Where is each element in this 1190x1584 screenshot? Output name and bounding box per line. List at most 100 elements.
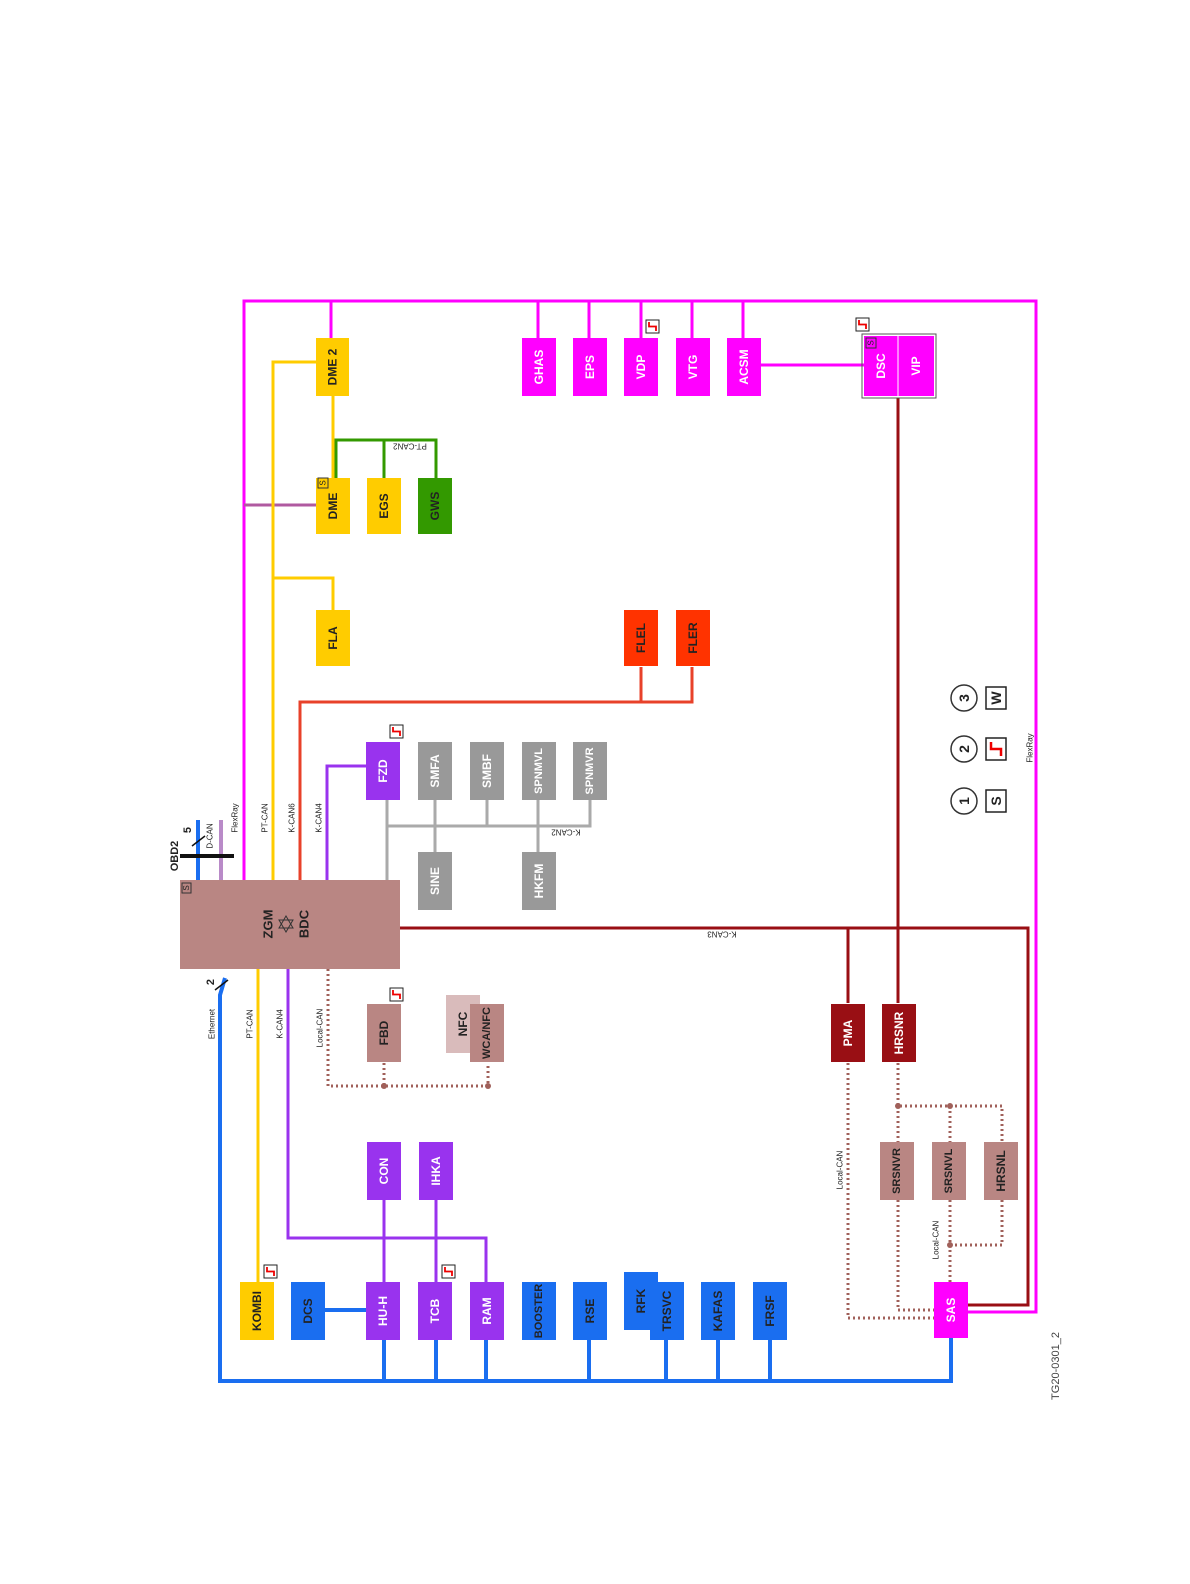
wake-up-pulse-icon-dsc xyxy=(855,317,870,332)
ecu-flel[interactable]: FLEL xyxy=(624,610,658,666)
ecu-vip[interactable]: VIP xyxy=(898,336,934,396)
ecu-box-trsvc xyxy=(650,1282,684,1340)
ecu-box-pma xyxy=(831,1004,865,1062)
ecu-rse[interactable]: RSE xyxy=(573,1282,607,1340)
kcan4-bottom-label: K-CAN4 xyxy=(276,1009,285,1039)
kcan2-label: K-CAN2 xyxy=(551,828,581,837)
ecu-huh[interactable]: HU-H xyxy=(366,1282,400,1340)
ecu-label-con: CON xyxy=(377,1158,391,1185)
dme-s-mark xyxy=(317,477,329,489)
ecu-label-fla: FLA xyxy=(326,626,340,650)
ecu-fla[interactable]: FLA xyxy=(316,610,350,666)
ecu-label-dcs: DCS xyxy=(301,1298,315,1323)
ecu-label-egs: EGS xyxy=(377,493,391,518)
ecu-label-ghas: GHAS xyxy=(532,350,546,385)
ecu-ihka[interactable]: IHKA xyxy=(419,1142,453,1200)
legend-symbol-1: S xyxy=(988,796,1004,805)
ecu-dsc[interactable]: DSC xyxy=(864,336,898,396)
kcan2-bus xyxy=(385,800,592,880)
ecu-label-ram: RAM xyxy=(480,1297,494,1324)
ecu-label-srsnvl: SRSNVL xyxy=(943,1148,955,1193)
ecu-label-smbf: SMBF xyxy=(480,754,494,788)
ethernet-pin2-tick xyxy=(214,979,229,991)
ecu-fler[interactable]: FLER xyxy=(676,610,710,666)
ecu-dcs[interactable]: DCS xyxy=(291,1282,325,1340)
ecu-label-fbd: FBD xyxy=(377,1020,391,1045)
flexray-right-label: FlexRay xyxy=(1026,733,1035,762)
kcan4-top-label: K-CAN4 xyxy=(315,803,324,833)
ecu-egs[interactable]: EGS xyxy=(367,478,401,534)
ecu-box-acsm xyxy=(727,338,761,396)
ecu-dme[interactable]: DME xyxy=(316,478,350,534)
ecu-hkfm[interactable]: HKFM xyxy=(522,852,556,910)
ecu-label-smfa: SMFA xyxy=(428,754,442,788)
ecu-label-rse: RSE xyxy=(583,1299,597,1324)
ecu-hrsnl[interactable]: HRSNL xyxy=(984,1142,1018,1200)
ecu-box-wcanfc xyxy=(470,1004,504,1062)
ecu-kafas[interactable]: KAFAS xyxy=(701,1282,735,1340)
ecu-box-fzd xyxy=(366,742,400,800)
ecu-pma[interactable]: PMA xyxy=(831,1004,865,1062)
ecu-frsf[interactable]: FRSF xyxy=(753,1282,787,1340)
localcan-sas-label: Local-CAN xyxy=(932,1220,941,1259)
ecu-fzd[interactable]: FZD xyxy=(366,742,400,800)
wake-up-pulse-icon xyxy=(989,742,1003,756)
ecu-trsvc[interactable]: TRSVC xyxy=(650,1282,684,1340)
ecu-fbd[interactable]: FBD xyxy=(367,1004,401,1062)
ecu-box-hkfm xyxy=(522,852,556,910)
legend: 1 S 2 3 W xyxy=(950,684,1007,815)
ecu-vtg[interactable]: VTG xyxy=(676,338,710,396)
ecu-label-fzd: FZD xyxy=(376,759,390,783)
ecu-box-tcb xyxy=(418,1282,452,1340)
ecu-hrsnr[interactable]: HRSNR xyxy=(882,1004,916,1062)
ecu-box-fler xyxy=(676,610,710,666)
s-marks: S S xyxy=(317,337,877,489)
ecu-srsnvl[interactable]: SRSNVL xyxy=(932,1142,966,1200)
ecu-spnmvr[interactable]: SPNMVR xyxy=(573,742,607,800)
ecu-spnmvl[interactable]: SPNMVL xyxy=(522,742,556,800)
wake-up-pulse-icon-tcb xyxy=(441,1264,456,1279)
ecu-box-hrsnl xyxy=(984,1142,1018,1200)
ptcan2-label: PT-CAN2 xyxy=(393,442,427,451)
zgm-label: ZGM xyxy=(261,910,276,939)
ecu-dme2[interactable]: DME 2 xyxy=(316,338,349,396)
kcan3-label: K-CAN3 xyxy=(707,930,737,939)
ecu-label-kombi: KOMBI xyxy=(250,1291,264,1331)
dsc-s-mark-label: S xyxy=(867,340,876,345)
ecu-box-srsnvl xyxy=(932,1142,966,1200)
ecu-label-hrsnl: HRSNL xyxy=(994,1150,1008,1191)
ecu-sas[interactable]: SAS xyxy=(934,1282,968,1338)
ecu-label-dme: DME xyxy=(326,493,340,520)
ecu-label-sas: SAS xyxy=(944,1298,958,1323)
ecu-eps[interactable]: EPS xyxy=(573,338,607,396)
ecu-srsnvr[interactable]: SRSNVR xyxy=(880,1142,914,1200)
ecu-label-vtg: VTG xyxy=(686,355,700,380)
legend-item-2: 2 xyxy=(950,735,1007,763)
legend-item-1: 1 S xyxy=(950,787,1007,815)
ecu-smfa[interactable]: SMFA xyxy=(418,742,452,800)
ecu-label-vip: VIP xyxy=(909,356,923,375)
ecu-booster[interactable]: BOOSTER xyxy=(522,1282,556,1340)
star-of-david-icon xyxy=(278,915,294,933)
ecu-box-dcs xyxy=(291,1282,325,1340)
ecu-sine[interactable]: SINE xyxy=(418,852,452,910)
ecu-ram[interactable]: RAM xyxy=(470,1282,504,1340)
ecu-con[interactable]: CON xyxy=(367,1142,401,1200)
ecu-label-tcb: TCB xyxy=(428,1298,442,1323)
ecu-wcanfc[interactable]: WCA/NFC xyxy=(470,1004,504,1062)
ecu-vdp[interactable]: VDP xyxy=(624,338,658,396)
ethernet-bus xyxy=(218,977,953,1383)
ecu-smbf[interactable]: SMBF xyxy=(470,742,504,800)
wake-up-pulse-marks xyxy=(263,317,870,1279)
ecu-layer: DME 2 DME EGS GWS FLA GHAS EPS VDP VTG ACSM DSC VIP… xyxy=(240,336,1018,1340)
ecu-kombi[interactable]: KOMBI xyxy=(240,1282,274,1340)
ecu-acsm[interactable]: ACSM xyxy=(727,338,761,396)
obd2-pin5-label: 5 xyxy=(182,827,194,833)
dsc-s-mark xyxy=(865,337,877,349)
ecu-tcb[interactable]: TCB xyxy=(418,1282,452,1340)
ptcan2-bus xyxy=(334,438,438,478)
ecu-gws[interactable]: GWS xyxy=(418,478,452,534)
ecu-ghas[interactable]: GHAS xyxy=(522,338,556,396)
ethernet-label: Ethernet xyxy=(208,1008,217,1039)
ecu-label-rfk: RFK xyxy=(634,1288,648,1313)
